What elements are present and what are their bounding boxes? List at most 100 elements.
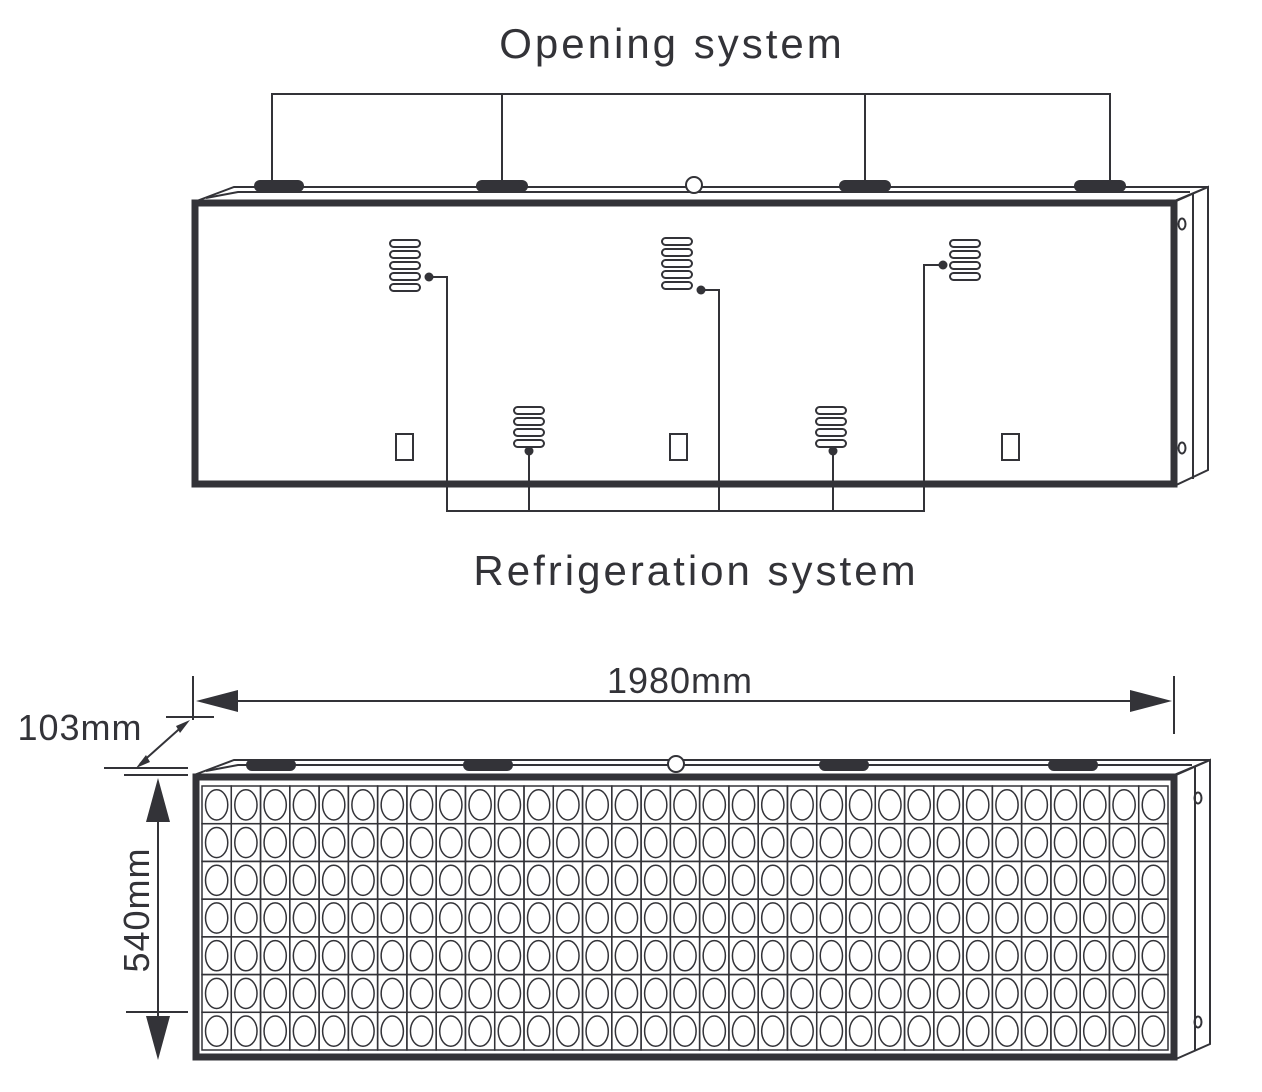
led-cell <box>933 1011 964 1051</box>
led-cell <box>845 936 877 976</box>
led-cell <box>259 898 291 938</box>
led-cell <box>874 785 906 825</box>
coil-icon <box>389 239 421 292</box>
led-cell <box>933 785 964 825</box>
led-cell <box>493 973 525 1014</box>
led-cell <box>962 1011 994 1051</box>
led-cell <box>464 860 496 900</box>
led-cell <box>845 822 877 863</box>
led-cell <box>552 936 584 976</box>
led-cell <box>464 936 496 976</box>
led-cell <box>1020 822 1052 863</box>
top-cabinet-side-panel <box>1173 185 1209 488</box>
led-cell <box>933 936 964 976</box>
led-cell <box>874 936 906 976</box>
led-cell <box>552 785 584 825</box>
led-cell <box>347 973 379 1014</box>
led-cell <box>611 1011 642 1051</box>
led-cell <box>464 822 496 863</box>
coil-icon <box>513 406 545 448</box>
led-cell <box>611 898 642 938</box>
led-cell <box>523 822 555 863</box>
led-cell <box>289 822 320 863</box>
led-cell <box>230 973 262 1014</box>
height-dimension-label: 540mm <box>116 847 157 972</box>
led-cell <box>259 822 291 863</box>
led-cell <box>991 973 1023 1014</box>
led-cell <box>1020 785 1052 825</box>
led-cell <box>289 785 320 825</box>
led-cell <box>698 1011 730 1051</box>
led-cell <box>464 785 496 825</box>
led-cell <box>435 822 467 863</box>
led-cell <box>318 785 350 825</box>
led-cell <box>786 785 818 825</box>
led-cell <box>376 1011 408 1051</box>
led-cell <box>1079 822 1111 863</box>
led-cell <box>669 785 701 825</box>
led-cell <box>201 785 233 825</box>
led-cell <box>376 785 408 825</box>
led-cell <box>1137 785 1169 825</box>
led-cell <box>318 898 350 938</box>
led-cell <box>728 1011 759 1051</box>
led-cell <box>1079 860 1111 900</box>
led-cell <box>786 1011 818 1051</box>
led-cell <box>815 973 847 1014</box>
led-cell <box>581 785 613 825</box>
led-cell <box>230 1011 262 1051</box>
led-cell <box>757 785 789 825</box>
led-cell <box>493 898 525 938</box>
led-cell <box>289 1011 320 1051</box>
led-cell <box>903 936 935 976</box>
led-cell <box>757 936 789 976</box>
led-cell <box>318 1011 350 1051</box>
led-cell <box>611 973 642 1014</box>
led-cell <box>435 860 467 900</box>
led-cell <box>259 1011 291 1051</box>
led-cell <box>698 860 730 900</box>
led-cell <box>1050 973 1081 1014</box>
coil-icon <box>661 237 693 290</box>
led-cell <box>581 898 613 938</box>
led-cell <box>991 936 1023 976</box>
led-cell <box>406 1011 437 1051</box>
sensor-dome-icon <box>685 176 703 194</box>
led-cell <box>815 860 847 900</box>
led-cell <box>201 898 233 938</box>
led-cell <box>1137 860 1169 900</box>
led-cell <box>523 936 555 976</box>
led-cell <box>1079 936 1111 976</box>
led-cell <box>903 973 935 1014</box>
led-cell <box>493 860 525 900</box>
led-cell <box>581 1011 613 1051</box>
led-cell <box>1108 898 1140 938</box>
led-cell <box>201 822 233 863</box>
led-cell <box>1137 898 1169 938</box>
led-cell <box>728 898 759 938</box>
led-cell <box>230 785 262 825</box>
led-cell <box>845 898 877 938</box>
led-cell <box>728 822 759 863</box>
width-dimension <box>192 676 1175 734</box>
led-cell <box>581 936 613 976</box>
led-cell <box>1050 1011 1081 1051</box>
led-cell <box>464 898 496 938</box>
led-cell <box>1079 1011 1111 1051</box>
led-cell <box>991 822 1023 863</box>
led-cell <box>464 1011 496 1051</box>
led-cell <box>1108 785 1140 825</box>
led-cell <box>991 898 1023 938</box>
led-cell <box>493 1011 525 1051</box>
led-cell <box>406 973 437 1014</box>
led-cell <box>786 898 818 938</box>
led-cell <box>611 822 642 863</box>
led-cell <box>259 936 291 976</box>
led-cell <box>991 1011 1023 1051</box>
led-cell <box>815 936 847 976</box>
refrigeration-coils <box>389 237 981 448</box>
led-cell <box>581 973 613 1014</box>
led-cell <box>318 936 350 976</box>
led-cell <box>376 973 408 1014</box>
